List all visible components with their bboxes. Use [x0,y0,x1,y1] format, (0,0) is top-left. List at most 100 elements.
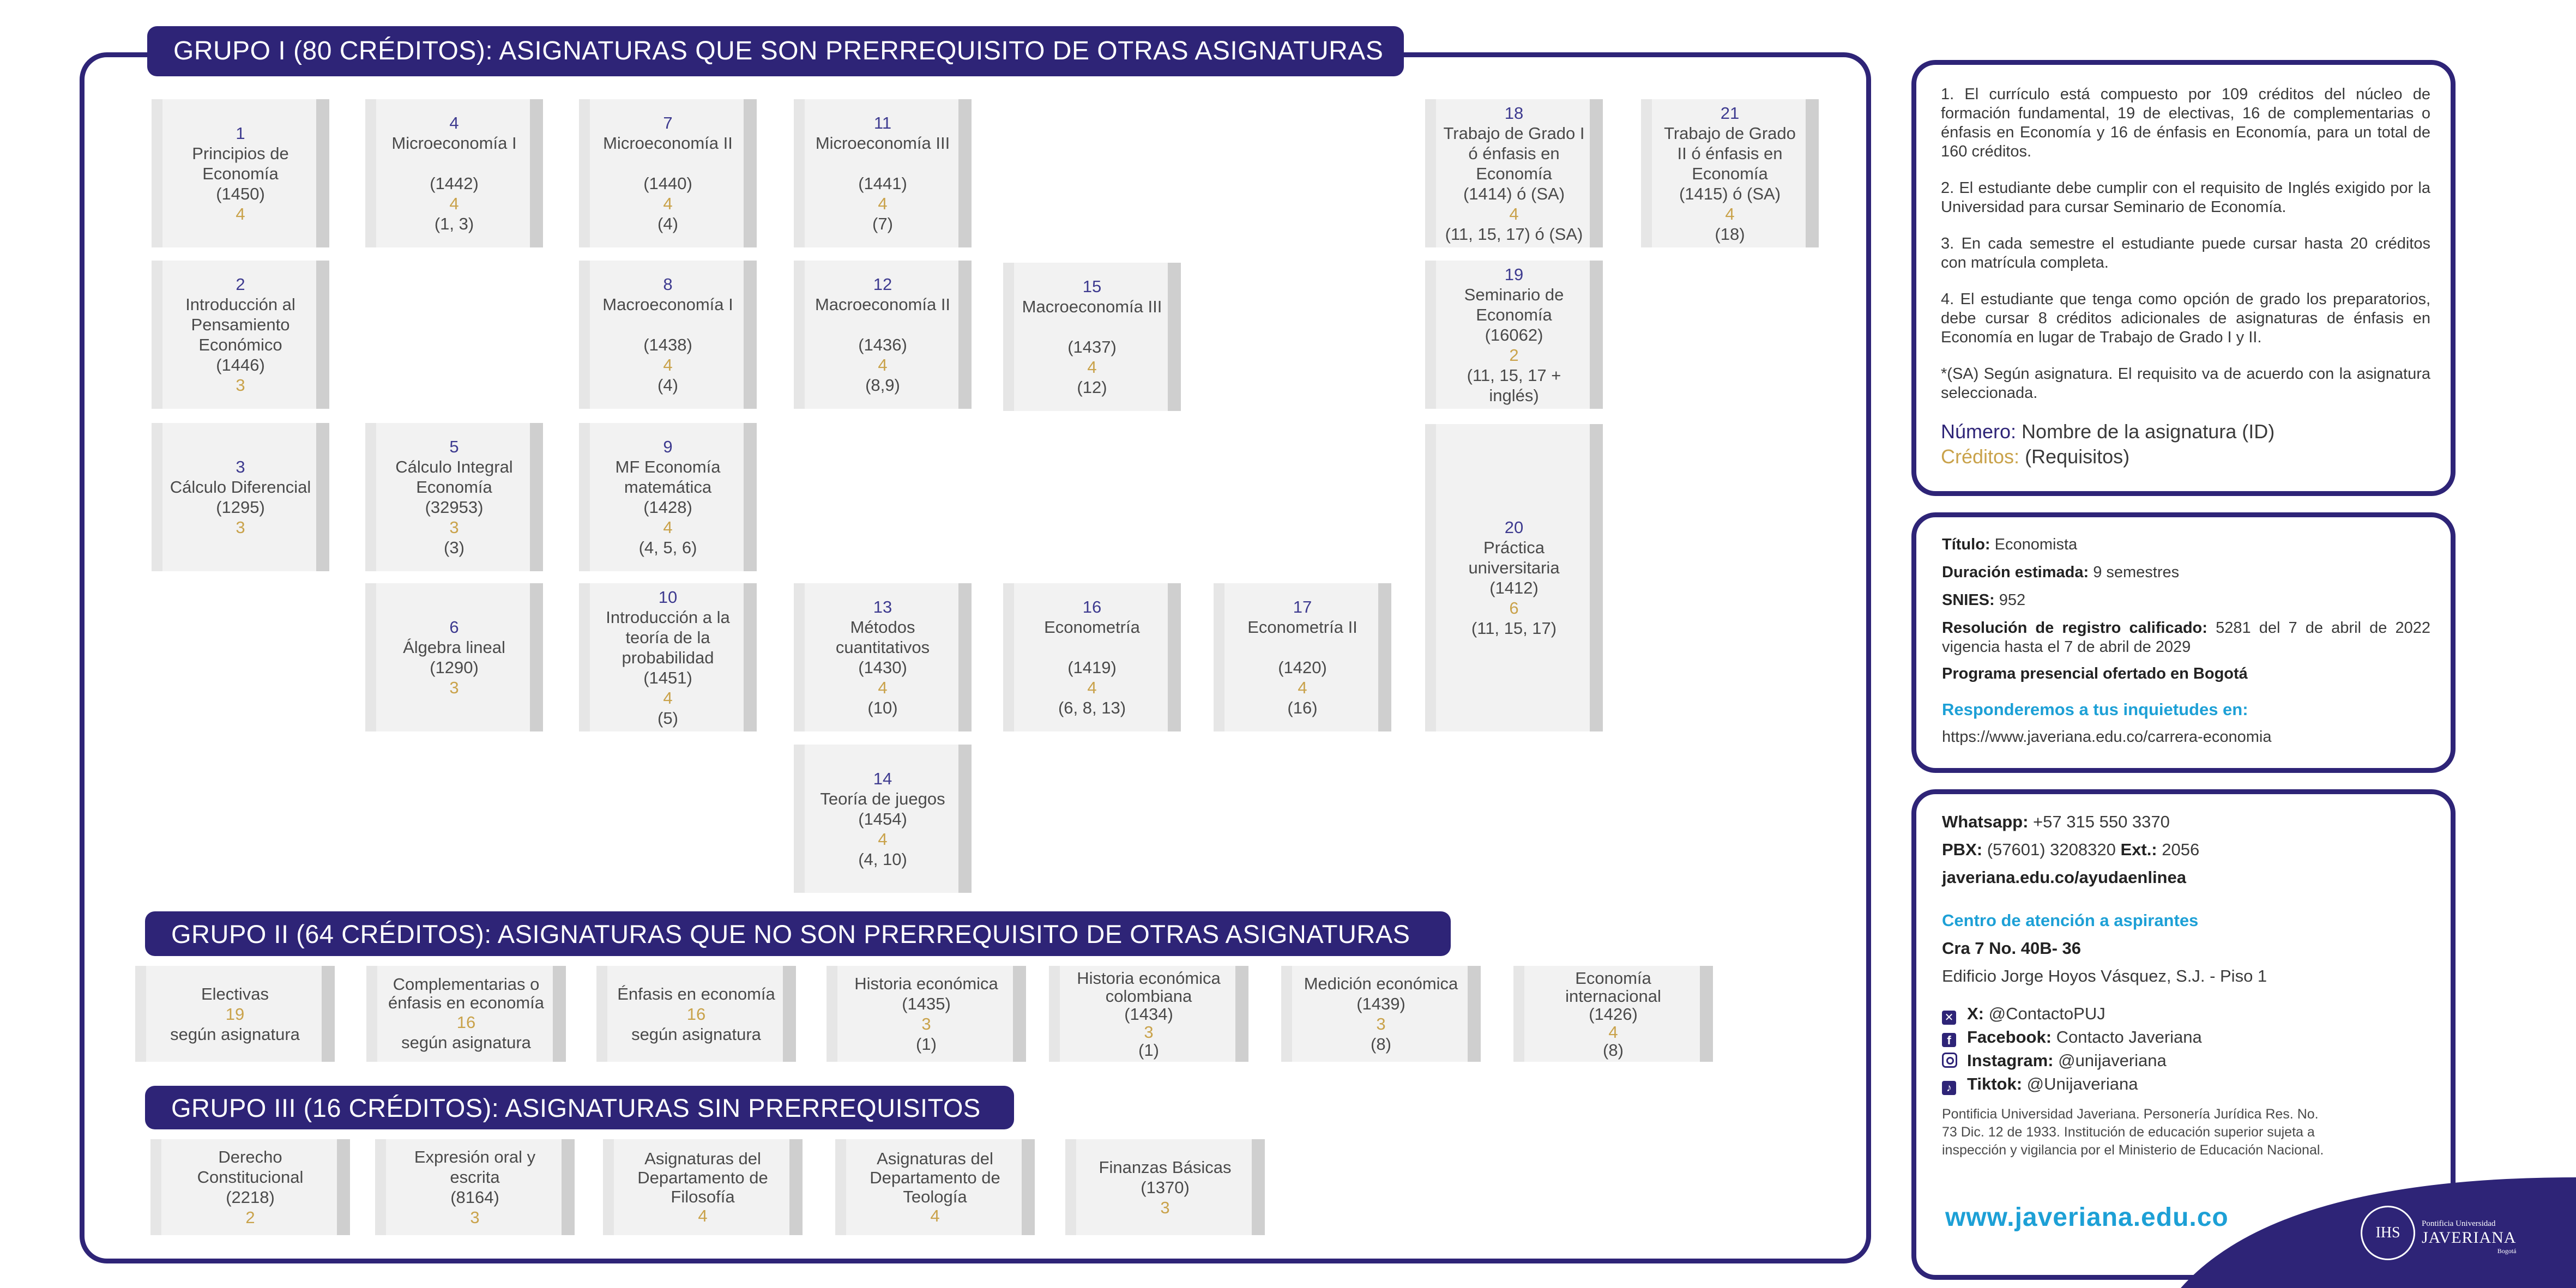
course-name: Expresión oral y escrita [414,1147,536,1187]
course-credits: 3 [921,1014,931,1033]
course-credits: 4 [449,194,459,213]
social-tiktok[interactable]: ♪Tiktok: @Unijaveriana [1942,1072,2433,1096]
group2-title: GRUPO II (64 CRÉDITOS): ASIGNATURAS QUE … [171,919,1410,948]
course-prereq: según asignatura [170,1024,300,1044]
legal-text: Pontificia Universidad Javeriana. Person… [1942,1106,2324,1158]
website-link[interactable]: www.javeriana.edu.co [1945,1203,2229,1232]
course-name: Principios de Economía [192,143,289,183]
tiktok-icon: ♪ [1942,1081,1956,1095]
ayuda-link[interactable]: javeriana.edu.co/ayudaenlinea [1942,868,2186,887]
course-id: (1434) [1124,1004,1173,1024]
course-number: 20 [1504,518,1524,537]
notes-panel [1911,60,2456,496]
course-credits: 3 [470,1208,480,1227]
x-icon: ✕ [1942,1011,1956,1025]
program-snies: SNIES: 952 [1942,591,2026,609]
course-id: (2218) [226,1188,275,1207]
course-id: (1451) [643,668,692,687]
course-id: (1419) [1067,658,1117,677]
group3-card-finanzas: Finanzas Básicas(1370)3 [1065,1139,1265,1235]
course-credits: 3 [1376,1014,1386,1033]
course-prereq: (1) [1138,1040,1159,1060]
course-credits: 4 [930,1206,940,1225]
course-number: 16 [1082,597,1102,616]
course-id: (1415) ó (SA) [1679,184,1781,203]
course-number: 7 [663,113,673,132]
course-credits: 4 [663,688,673,708]
note-4: 4. El estudiante que tenga como opción d… [1941,291,2430,346]
course-name: Historia económica [854,974,998,993]
course-number: 8 [663,275,673,294]
course-name: Énfasis en economía [617,984,775,1003]
course-id: (1450) [216,184,265,203]
course-prereq: (4) [657,214,678,233]
course-name: Trabajo de Grado II ó énfasis en Economí… [1664,123,1796,183]
course-id: (1295) [216,498,265,517]
social-x[interactable]: ✕X: @ContactoPUJ [1942,1002,2433,1025]
course-prereq: (11, 15, 17 + inglés) [1467,365,1561,405]
course-credits: 3 [236,376,245,395]
course-number: 13 [873,597,892,616]
course-name: Complementarias o énfasis en economía [388,975,545,1012]
course-credits: 4 [1608,1022,1618,1042]
course-id: (1446) [216,355,265,374]
course-name: Microeconomía I [391,134,517,153]
course-id: (1420) [1278,658,1327,677]
course-credits: 3 [449,518,459,537]
course-credits: 4 [1725,204,1735,223]
course-number: 2 [236,275,245,294]
course-prereq: (6, 8, 13) [1058,698,1126,717]
course-id: (1428) [643,498,692,517]
note-sa: *(SA) Según asignatura. El requisito va … [1941,365,2430,402]
course-name: MF Economía matemática [615,457,721,497]
program-title: Título: Economista [1942,536,2078,553]
course-number: 14 [873,769,892,788]
course-prereq: (5) [657,708,678,728]
course-id: (1430) [858,658,907,677]
group2-card-historia: Historia económica(1435)3(1) [827,966,1026,1062]
group2-card-historia-colombiana: Historia económica colombiana(1434)3(1) [1049,966,1248,1062]
course-credits: 4 [236,204,245,223]
whatsapp: Whatsapp: +57 315 550 3370 [1942,812,2170,831]
course-name: Econometría [1044,618,1140,637]
course-name: Trabajo de Grado I ó énfasis en Economía [1443,123,1585,183]
course-credits: 3 [236,518,245,537]
course-credits: 16 [686,1004,706,1024]
course-credits: 3 [1144,1022,1154,1042]
program-url-link[interactable]: https://www.javeriana.edu.co/carrera-eco… [1942,728,2272,746]
group2-banner: GRUPO II (64 CRÉDITOS): ASIGNATURAS QUE … [145,911,1451,956]
legend-credits: Créditos: (Requisitos) [1941,445,2130,468]
course-id: (1439) [1356,994,1405,1013]
course-name: Macroeconomía I [602,295,733,314]
group3-card-teologia: Asignaturas del Departamento de Teología… [835,1139,1035,1235]
social-instagram[interactable]: Instagram: @unijaveriana [1942,1049,2433,1072]
respond-heading: Responderemos a tus inquietudes en: [1942,700,2248,719]
course-number: 1 [236,123,245,143]
course-name: Macroeconomía II [815,295,951,314]
program-duration: Duración estimada: 9 semestres [1942,564,2180,581]
course-id: (1442) [430,174,479,193]
logo-line-2: JAVERIANA [2422,1229,2517,1247]
course-id: (16062) [1485,325,1543,344]
contact-panel [1911,789,2456,1280]
course-name: Introducción al Pensamiento Económico [185,295,295,354]
course-number: 11 [873,113,892,132]
course-credits: 4 [663,194,673,213]
course-name: Medición económica [1304,974,1458,993]
course-prereq: (4, 10) [858,849,907,869]
course-prereq: (11, 15, 17) [1471,619,1557,638]
course-name: Macroeconomía III [1022,297,1162,316]
course-id: (32953) [425,498,484,517]
